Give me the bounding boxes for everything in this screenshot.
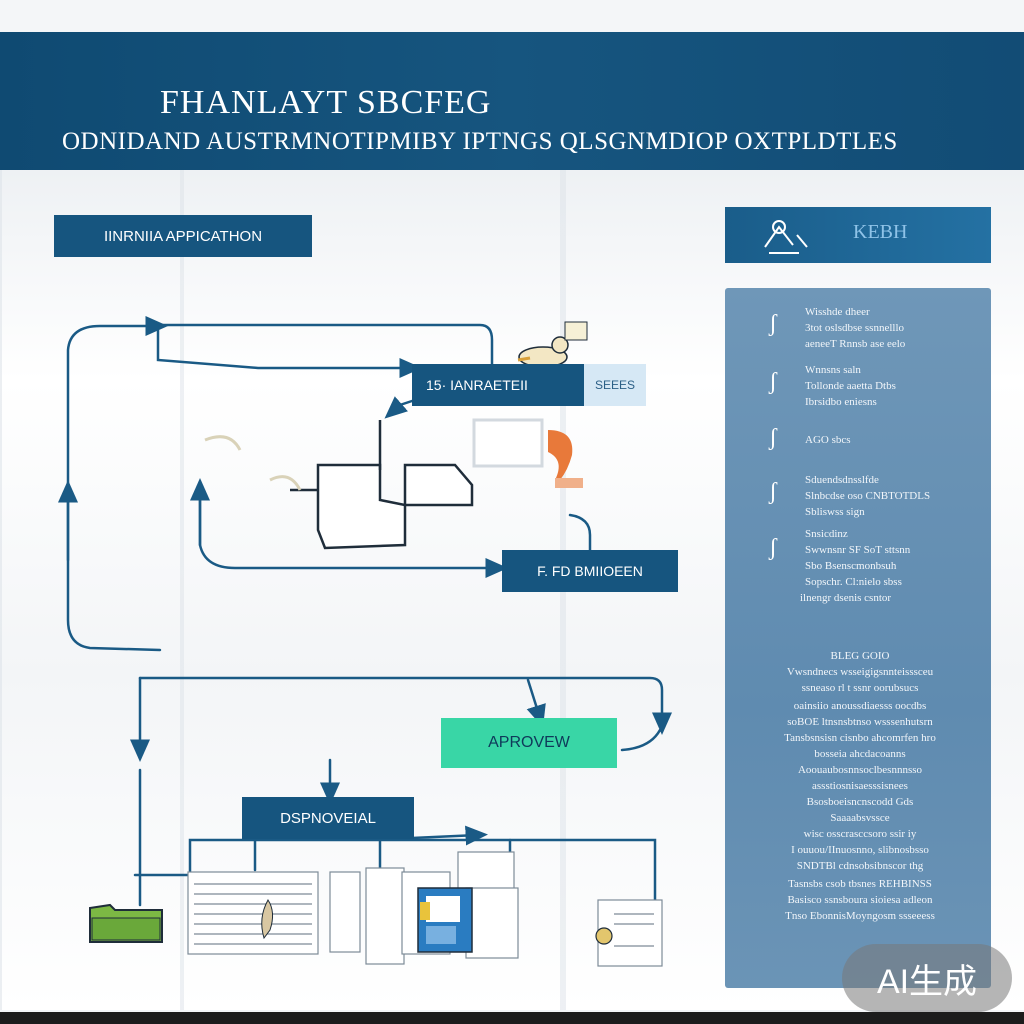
team-icon (764, 220, 808, 254)
side-note-line: Saaaabsvssce (830, 812, 890, 824)
quill-icon: ʃ (769, 479, 777, 505)
step-1-label: 15· IANRAETEII (426, 377, 528, 393)
sticky-note-icon (564, 321, 588, 341)
step-2-label: F. FD BMIIOEEN (537, 563, 643, 579)
page-title: FHANLAYT SBCFEG (160, 84, 492, 121)
section-label-text: IINRNIIA APPICATHON (103, 227, 263, 245)
side-note-line: oainsiio anoussdiaesss oocdbs (793, 700, 927, 712)
side-item-line: 3tot oslsdbse ssnnelllo (805, 322, 905, 334)
side-note-line: soBOE ltnsnsbtnso wsssenhutsrn (787, 716, 933, 728)
connector-disposal-bus (188, 838, 657, 902)
side-item-line: Sopschr. Cl:nielo sbss (805, 576, 902, 588)
printer-illustration (290, 420, 474, 550)
cable-illustration (204, 435, 302, 491)
ai-generated-badge-text: AI生成 (876, 962, 978, 1001)
connector-top (156, 323, 422, 378)
side-header: KEBH (725, 207, 991, 263)
side-note-line: wisc osscrasccsoro ssir iy (803, 828, 917, 840)
side-note-line: Basisco ssnsboura sioiesa adleon (787, 894, 933, 906)
side-item-line: Snsicdinz (805, 528, 848, 540)
side-item-line: Ibrsidbo eniesns (805, 396, 877, 408)
disposal-box[interactable]: DSPNOVEIAL (242, 797, 414, 839)
side-note-line: Aoouaubosnnsoclbesnnnsso (797, 764, 923, 776)
ai-generated-badge: AI生成 (842, 944, 1012, 1012)
side-item-line: Swwnsnr SF SoT sttsnn (805, 544, 911, 556)
side-note-line: Bsosboeisncnscodd Gds (806, 796, 914, 808)
connector-mid-right (568, 513, 592, 552)
quill-icon: ʃ (769, 369, 777, 395)
side-item-line: Wisshde dheer (805, 306, 870, 318)
side-item-line: Tollonde aaetta Dtbs (805, 380, 896, 392)
connector-approve-in (526, 678, 546, 728)
connector-disposal-right (410, 825, 488, 846)
side-item-line: ilnengr dsenis csntor (800, 592, 892, 604)
approve-box[interactable]: APROVEW (441, 718, 617, 768)
bottom-bar (0, 1012, 1024, 1024)
side-item-line: Sduendsdnsslfde (805, 474, 879, 486)
quill-icon: ʃ (769, 535, 777, 561)
header-banner: FHANLAYT SBCFEG ODNIDAND AUSTRMNOTIPMIBY… (0, 32, 1024, 170)
quill-icon: ʃ (769, 311, 777, 337)
side-note-line: BLEG GOIO (830, 650, 890, 662)
approve-label: APROVEW (488, 734, 570, 751)
pen-icon (261, 899, 274, 940)
side-note-line: SNDTBl cdnsobsibnscor thg (796, 860, 924, 872)
page-subtitle: ODNIDAND AUSTRMNOTIPMIBY IPTNGS QLSGNMDI… (62, 128, 898, 155)
side-note-line: ssneaso rl t ssnr oorubsucs (801, 682, 919, 694)
step-1-tag: SEEES (584, 364, 646, 406)
duck-icon (517, 336, 569, 368)
hand-icon (548, 430, 573, 480)
disposal-label: DSPNOVEIAL (280, 809, 376, 827)
side-item-line: Sbliswss sign (805, 506, 865, 518)
connector-loop-top (156, 323, 494, 367)
connector-approve-out (620, 728, 662, 752)
side-item-line: Sbo Bsenscmonbsuh (805, 560, 897, 572)
side-item-line: AGO sbcs (805, 434, 851, 446)
step-1-tag-text: SEEES (594, 378, 636, 392)
certificate-icon (595, 899, 663, 967)
screen-illustration (472, 418, 544, 468)
side-note-line: Tnso EbonnisMoyngosm ssseeess (785, 910, 935, 922)
side-note-line: bosseia ahcdacoanns (814, 748, 906, 760)
quill-icon: ʃ (769, 425, 777, 451)
side-note-line: I ouuou/IInuosnno, slibnosbsso (791, 844, 929, 856)
step-2-box[interactable]: F. FD BMIIOEEN (502, 550, 678, 592)
side-panel: ʃ Wisshde dheer 3tot oslsdbse ssnnelllo … (725, 288, 991, 988)
side-note-line: assstiosnisaesssisnees (812, 780, 908, 792)
connector-step1-down (384, 396, 417, 419)
section-label: IINRNIIA APPICATHON (54, 215, 312, 257)
side-item-line: Slnbcdse oso CNBTOTDLS (805, 490, 931, 502)
side-header-title: KEBH (853, 221, 908, 243)
folder-icon (89, 903, 163, 943)
side-item-line: Wnnsns saln (805, 364, 861, 376)
side-note-line: Tasnsbs csob tbsnes REHBINSS (788, 878, 932, 890)
document-stack-1 (187, 871, 319, 955)
binder-icon (417, 887, 473, 953)
connector-approve-loop (138, 676, 672, 735)
side-note-line: Vwsndnecs wsseigigsnnteisssceu (786, 666, 934, 678)
side-note-line: Tansbsnsisn cisnbo ahcomrfen hro (784, 732, 936, 744)
side-item-line: aeneeT Rnnsb ase eelo (805, 338, 906, 350)
notepad-icon (555, 478, 583, 488)
connector-outer-left (66, 316, 168, 652)
